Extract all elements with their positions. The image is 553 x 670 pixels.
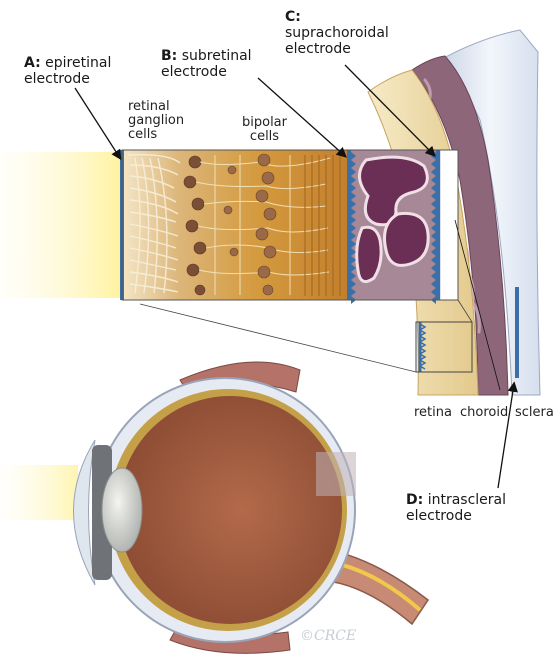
arrow-intrascleral <box>498 384 514 488</box>
label-suprachoroidal-line2: electrode <box>285 41 351 57</box>
sclera-tissue <box>440 150 458 300</box>
arrow-epiretinal <box>75 88 120 158</box>
label-intrascleral-letter: D: <box>406 492 423 508</box>
light-beam-eye <box>0 465 78 520</box>
label-ganglion-line3: cells <box>128 127 157 142</box>
label-sclera: sclera <box>515 406 553 420</box>
zoom-line-1 <box>140 304 416 372</box>
label-intrascleral-line2: electrode <box>406 508 472 524</box>
magnified-retina-section <box>120 150 458 304</box>
label-subretinal: B: subretinal electrode <box>161 48 252 80</box>
light-beam-top <box>0 152 122 298</box>
choroid-vessel-2 <box>385 213 429 265</box>
choroid-vessel-3 <box>357 227 381 281</box>
label-epiretinal-line2: electrode <box>24 71 90 87</box>
eye-zoom-box <box>316 452 356 496</box>
label-epiretinal-letter: A: <box>24 55 41 71</box>
label-subretinal-line1: subretinal <box>182 48 252 64</box>
label-epiretinal-line1: epiretinal <box>45 55 111 71</box>
lens <box>102 468 142 552</box>
label-ganglion-line2: ganglion <box>128 113 184 128</box>
label-epiretinal: A: epiretinal electrode <box>24 55 111 87</box>
artist-signature: ©CRCE <box>300 628 356 644</box>
cornea <box>74 440 96 585</box>
label-subretinal-letter: B: <box>161 48 177 64</box>
label-intrascleral: D: intrascleral electrode <box>406 492 506 524</box>
label-bipolar-line2: cells <box>250 129 279 144</box>
eyeball <box>74 362 429 653</box>
label-retina: retina <box>414 406 452 420</box>
label-bipolar-line1: bipolar <box>242 115 287 130</box>
label-choroid: choroid <box>460 406 508 420</box>
eye-interior <box>118 396 342 624</box>
label-bipolar-cells: bipolar cells <box>242 116 287 144</box>
label-suprachoroidal: C: suprachoroidal electrode <box>285 9 389 57</box>
label-suprachoroidal-letter: C: <box>285 9 301 25</box>
label-suprachoroidal-line1: suprachoroidal <box>285 25 389 41</box>
label-intrascleral-line1: intrascleral <box>428 492 506 508</box>
label-ganglion-line1: retinal <box>128 99 170 114</box>
label-subretinal-line2: electrode <box>161 64 227 80</box>
label-ganglion-cells: retinal ganglion cells <box>128 100 184 142</box>
